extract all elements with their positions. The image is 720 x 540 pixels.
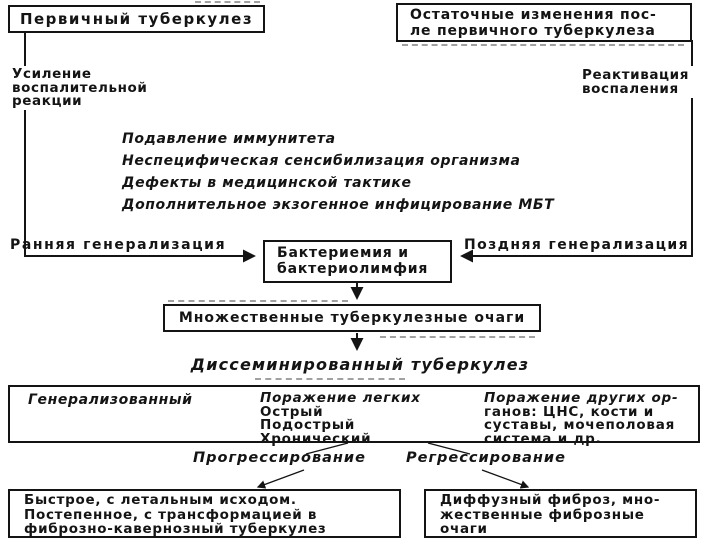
early-generalization-label: Ранняя генерализация xyxy=(10,237,227,253)
lung-damage-column: Поражение легких Острый Подострый Хронич… xyxy=(260,390,421,447)
primary-tb-box: Первичный туберкулез xyxy=(8,5,265,33)
factor-sensitization: Неспецифическая сенсибилизация организма xyxy=(122,153,521,169)
scan-artifact-foci-top xyxy=(168,300,348,302)
residual-changes-line-2: ле первичного туберкулеза xyxy=(410,23,656,39)
multiple-foci-box: Множественные туберкулезные очаги xyxy=(163,304,541,332)
inflammation-increase-line-2: воспалительной xyxy=(12,79,148,96)
other-organs-line-3: суставы, мочеполовая xyxy=(484,417,676,433)
regression-label: Регрессирование xyxy=(406,450,566,466)
lung-damage-title: Поражение легких xyxy=(260,390,421,406)
other-organs-line-4: система и др. xyxy=(484,430,602,447)
classification-box: Генерализованный Поражение легких Острый… xyxy=(8,385,700,447)
progression-outcome-line-2: Постепенное, с трансформацией в xyxy=(24,506,318,523)
lung-course-subacute: Подострый xyxy=(260,417,356,433)
other-organs-column: Поражение других ор- ганов: ЦНС, кости и… xyxy=(484,390,679,447)
progression-label: Прогрессирование xyxy=(193,450,366,466)
inflammation-increase-line-1: Усиление xyxy=(12,66,92,82)
reactivation-line-1: Реактивация xyxy=(582,67,689,83)
factor-immunity-suppression: Подавление иммунитета xyxy=(122,131,336,147)
scan-artifact-residual xyxy=(402,44,684,46)
residual-changes-box: Остаточные изменения пос- ле первичного … xyxy=(396,3,692,42)
reactivation-line-2: воспаления xyxy=(582,80,679,97)
other-organs-line-1: Поражение других ор- xyxy=(484,390,679,406)
reactivation-note: Реактивация воспаления xyxy=(582,67,689,97)
regression-outcome-line-1: Диффузный фиброз, мно- xyxy=(440,492,661,508)
primary-tb-label: Первичный туберкулез xyxy=(19,10,254,28)
bacteremia-line-1: Бактериемия и xyxy=(277,245,409,261)
disseminated-tb-heading: Диссеминированный туберкулез xyxy=(190,355,530,374)
regression-outcome-box: Диффузный фиброз, мно- жественные фиброз… xyxy=(424,489,697,538)
bacteremia-line-2: бактериолимфия xyxy=(277,261,429,277)
scan-artifact-foci-bottom xyxy=(380,336,535,338)
bacteremia-box: Бактериемия и бактериолимфия xyxy=(263,240,452,283)
regression-outcome-line-3: очаги xyxy=(440,521,488,537)
inflammation-increase-line-3: реакции xyxy=(12,93,83,109)
lung-course-chronic: Хронический xyxy=(260,430,372,447)
risk-factors-list: Подавление иммунитета Неспецифическая се… xyxy=(122,128,554,216)
inflammation-increase-note: Усиление воспалительной реакции xyxy=(12,66,148,109)
residual-changes-line-1: Остаточные изменения пос- xyxy=(410,7,657,23)
lung-course-acute: Острый xyxy=(260,403,324,420)
generalized-form-label: Генерализованный xyxy=(28,392,193,408)
progression-outcome-box: Быстрое, с летальным исходом. Постепенно… xyxy=(8,489,401,538)
late-generalization-label: Поздняя генерализация xyxy=(464,237,689,253)
factor-exogenous-infection: Дополнительное экзогенное инфицирование … xyxy=(122,197,555,213)
scan-artifact-heading xyxy=(255,378,405,380)
progression-outcome-line-3: фиброзно-кавернозный туберкулез xyxy=(24,521,327,537)
arrow-progression-to-box xyxy=(256,469,305,489)
progression-outcome-line-1: Быстрое, с летальным исходом. xyxy=(24,492,297,508)
regression-outcome-line-2: жественные фиброзные xyxy=(440,506,645,523)
scan-artifact-top xyxy=(195,1,260,3)
factor-medical-tactics: Дефекты в медицинской тактике xyxy=(122,175,412,191)
other-organs-line-2: ганов: ЦНС, кости и xyxy=(484,403,655,420)
multiple-foci-label: Множественные туберкулезные очаги xyxy=(178,310,526,326)
arrow-regression-to-box xyxy=(481,469,530,489)
